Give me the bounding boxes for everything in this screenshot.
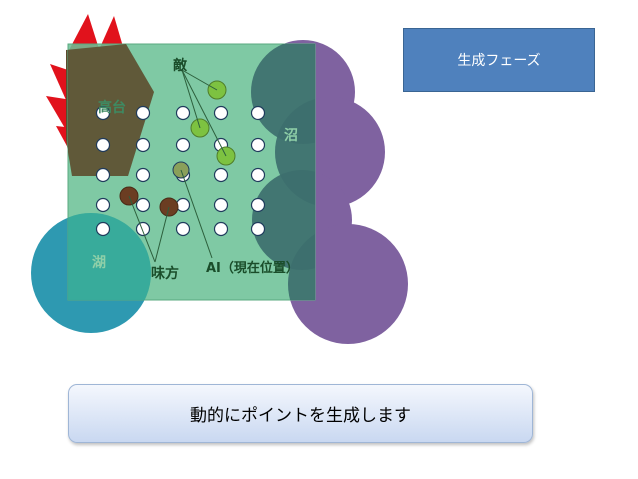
- grid-point: [175, 105, 191, 121]
- ai-leader-line: [180, 169, 213, 259]
- enemy-leader-line: [181, 69, 201, 129]
- grid-point: [135, 197, 151, 213]
- grid-point: [95, 137, 111, 153]
- marsh-overlay: [252, 170, 315, 270]
- caption-text: 動的にポイントを生成します: [190, 406, 411, 426]
- grid-point: [95, 167, 111, 183]
- grid-point: [175, 137, 191, 153]
- enemy-units: [190, 80, 236, 166]
- grid-point: [250, 197, 266, 213]
- grid-point: [213, 167, 229, 183]
- label-enemy: 敵: [173, 57, 188, 74]
- grid-point: [175, 197, 191, 213]
- marsh-blob: [288, 224, 408, 344]
- grid-point: [175, 221, 191, 237]
- plateau-overlay: [68, 44, 154, 176]
- grid-point: [213, 105, 229, 121]
- enemy-unit: [190, 118, 210, 138]
- grid-point: [95, 221, 111, 237]
- caption-box: 動的にポイントを生成します: [68, 384, 533, 443]
- ally-leader-line: [128, 195, 156, 263]
- grid-point: [213, 197, 229, 213]
- grid-point: [95, 197, 111, 213]
- phase-label: 生成フェーズ: [457, 53, 541, 69]
- label-marsh: 沼: [284, 128, 298, 144]
- spike-shape: [98, 16, 124, 52]
- lake-overlay: [68, 213, 151, 300]
- marsh-overlay: [288, 233, 315, 300]
- grid-point: [135, 137, 151, 153]
- enemy-leader-line: [181, 69, 218, 91]
- grid-point: [250, 221, 266, 237]
- label-plateau: 高台: [98, 99, 126, 116]
- grid-point: [135, 221, 151, 237]
- grid-point: [250, 167, 266, 183]
- spike-shape: [46, 96, 72, 130]
- leader-lines: [128, 69, 227, 263]
- grid-point: [135, 167, 151, 183]
- label-ally: 味方: [151, 265, 179, 282]
- grid-point: [95, 105, 111, 121]
- point-grid: [95, 105, 266, 237]
- ally-leader-line: [154, 206, 170, 263]
- grid-point: [213, 221, 229, 237]
- enemy-leader-line: [181, 69, 227, 157]
- phase-label-box: 生成フェーズ: [403, 28, 595, 92]
- grid-point: [135, 105, 151, 121]
- label-lake: 湖: [92, 255, 106, 271]
- grid-point: [250, 137, 266, 153]
- label-ai-position: AI（現在位置）: [206, 260, 299, 276]
- spike-shape: [68, 14, 100, 52]
- grid-point: [250, 105, 266, 121]
